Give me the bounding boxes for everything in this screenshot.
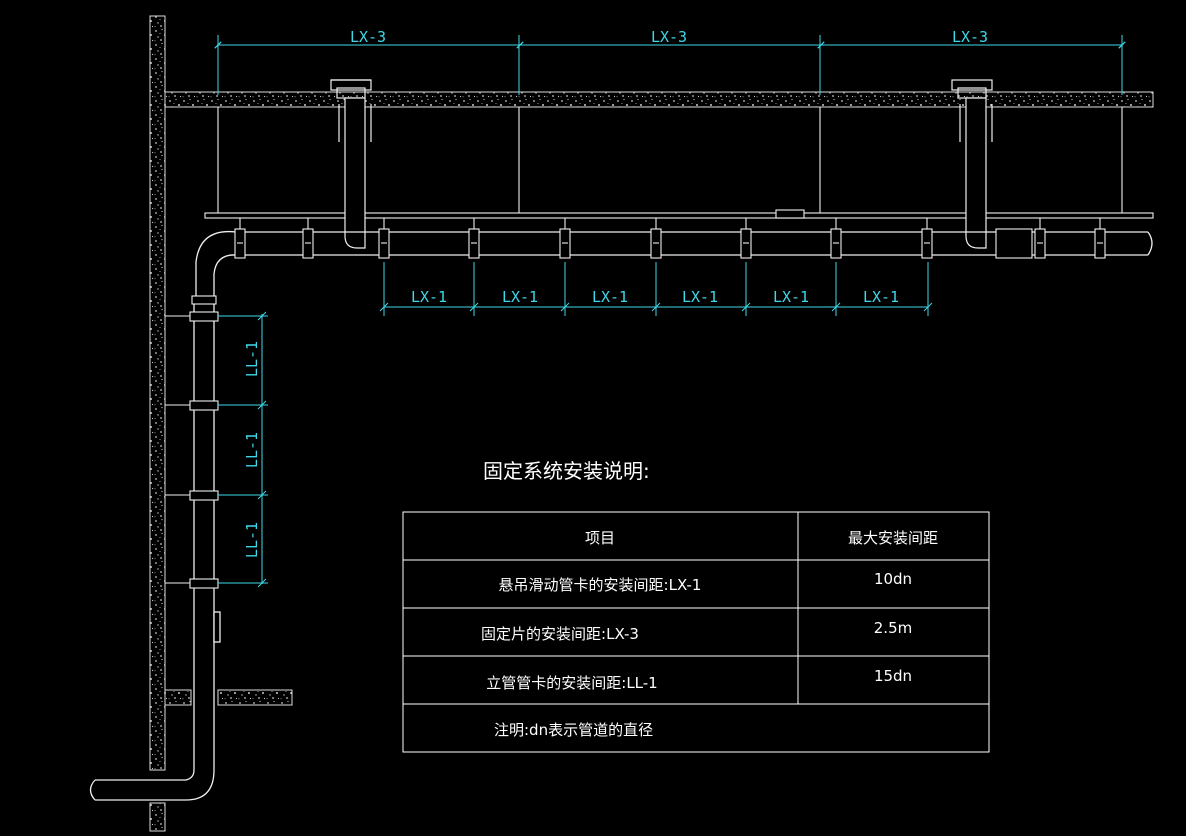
- table-row-3-value: 15dn: [874, 667, 912, 685]
- roof-drain-left: [330, 79, 372, 249]
- table-row-2-value: 2.5m: [874, 619, 912, 637]
- riser-clamp: [189, 311, 219, 322]
- bottom-dim-label-2: LX-1: [502, 288, 538, 306]
- riser-dim-label-2: LL-1: [243, 432, 261, 468]
- table-row-3-item: 立管管卡的安装间距:LL-1: [486, 674, 657, 692]
- riser-clamp: [189, 400, 219, 411]
- floor-slab-right: [217, 689, 293, 706]
- bottom-dim-label-3: LX-1: [592, 288, 628, 306]
- notes-title: 固定系统安装说明:: [483, 459, 650, 483]
- table-row-1-item: 悬吊滑动管卡的安装间距:LX-1: [499, 576, 702, 594]
- riser-dim-label-1: LL-1: [243, 341, 261, 377]
- bottom-dim-label-5: LX-1: [773, 288, 809, 306]
- riser-clamp: [189, 490, 219, 501]
- rail-connector: [775, 209, 805, 219]
- riser-dimension-line: [218, 311, 268, 588]
- bottom-dim-label-4: LX-1: [682, 288, 718, 306]
- top-dim-label-1: LX-3: [350, 28, 386, 46]
- cleanout-port: [213, 611, 221, 643]
- table-header-spacing: 最大安装间距: [848, 529, 938, 547]
- bottom-dimension-line: [379, 262, 933, 316]
- bottom-dim-label-6: LX-1: [863, 288, 899, 306]
- concrete-structure: [149, 15, 1154, 832]
- riser-clamp: [189, 578, 219, 589]
- bottom-dim-label-1: LX-1: [411, 288, 447, 306]
- pipe-coupling: [995, 228, 1033, 259]
- table-footnote: 注明:dn表示管道的直径: [494, 721, 653, 739]
- suspension-system: [204, 107, 1154, 219]
- top-dimension-line: [214, 35, 1126, 95]
- table-header-item: 项目: [585, 529, 615, 547]
- top-dim-label-3: LX-3: [952, 28, 988, 46]
- table-row-1-value: 10dn: [874, 570, 912, 588]
- riser-clamps: [165, 295, 219, 589]
- horizontal-pipe-clamps: [234, 218, 1106, 259]
- floor-slab-left: [164, 689, 192, 706]
- left-wall: [149, 15, 166, 771]
- vertical-riser: [89, 300, 221, 801]
- notes-table: [402, 511, 990, 753]
- top-dim-label-2: LX-3: [651, 28, 687, 46]
- support-rail: [204, 212, 1154, 219]
- riser-dim-label-3: LL-1: [243, 522, 261, 558]
- wall-bottom-stub: [149, 802, 166, 832]
- riser-coupling: [191, 295, 217, 305]
- ceiling-slab: [164, 91, 1154, 108]
- table-row-2-item: 固定片的安装间距:LX-3: [481, 625, 639, 643]
- roof-drain-right: [951, 79, 993, 249]
